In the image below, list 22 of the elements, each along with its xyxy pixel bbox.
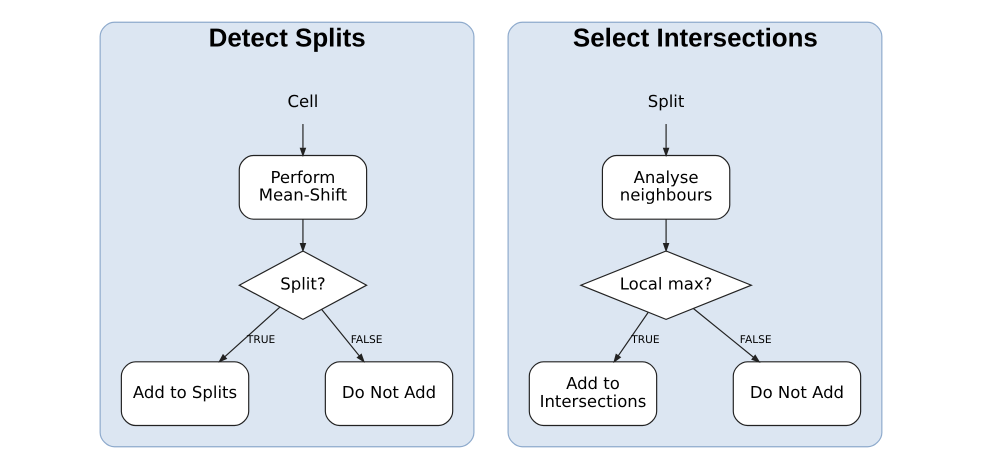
node-box: Add to Splits <box>120 361 250 426</box>
node-diamond: Split? <box>238 250 368 320</box>
node-box: Perform Mean-Shift <box>238 154 368 220</box>
node-diamond: Local max? <box>579 250 753 320</box>
arrow <box>218 306 280 363</box>
node-text: Split <box>648 92 684 111</box>
node-box: Do Not Add <box>732 361 862 426</box>
arrow <box>321 309 365 363</box>
arrow <box>662 219 670 252</box>
edge-label: TRUE <box>246 333 276 346</box>
edge-label: FALSE <box>350 333 382 346</box>
edge-label: TRUE <box>631 333 660 346</box>
arrow <box>613 312 648 364</box>
arrow <box>300 219 306 252</box>
arrow <box>693 308 761 363</box>
node-box: Do Not Add <box>324 361 454 426</box>
node-box: Add to Intersections <box>528 361 658 426</box>
arrow <box>662 124 670 158</box>
node-box: Analyse neighbours <box>602 154 730 220</box>
arrow <box>300 124 306 158</box>
edge-label: FALSE <box>740 333 772 346</box>
node-text: Cell <box>288 92 318 111</box>
